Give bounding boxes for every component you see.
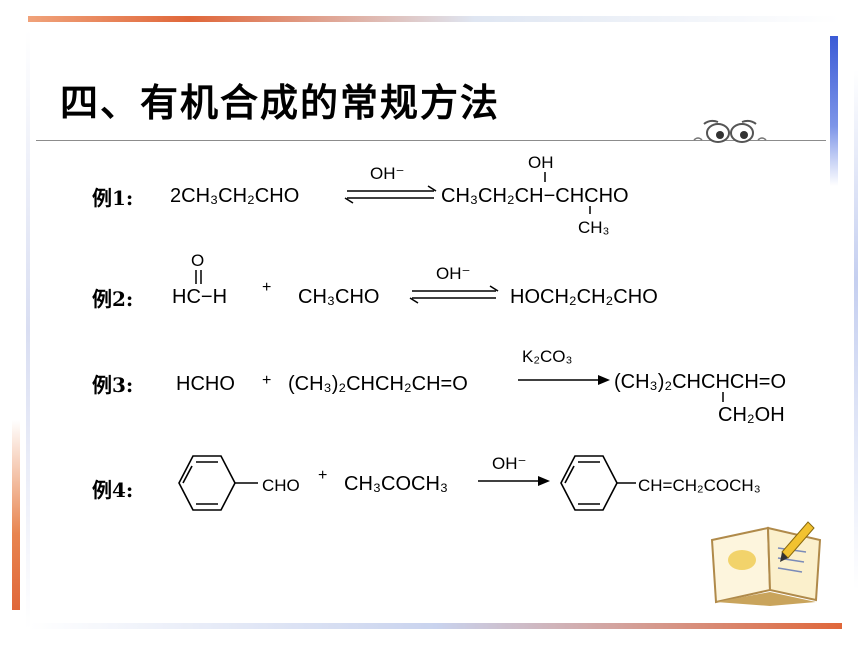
right-edge-decoration bbox=[854, 70, 858, 590]
ex1-equilibrium-arrow bbox=[344, 185, 437, 204]
example-3-label: 例3: bbox=[92, 373, 134, 397]
eyes-icon bbox=[693, 119, 767, 143]
ex3-reaction-arrow bbox=[518, 375, 610, 385]
example-1-label: 例1: bbox=[92, 186, 134, 210]
ex4-condition: OH⁻ bbox=[492, 454, 527, 473]
ex1-product-bottom: CH₃ bbox=[578, 218, 610, 237]
left-edge-decoration bbox=[26, 30, 30, 630]
benzene-ring-icon bbox=[178, 455, 258, 511]
title-divider bbox=[36, 140, 826, 141]
ex2-reactant2: CH₃CHO bbox=[298, 286, 380, 308]
ex4-plus: + bbox=[318, 467, 328, 484]
ex4-reaction-arrow bbox=[478, 476, 550, 486]
ex4-reactant1-group: CHO bbox=[262, 476, 300, 495]
ex2-condition: OH⁻ bbox=[436, 264, 471, 283]
ex3-condition: K₂CO₃ bbox=[522, 347, 573, 366]
ex2-plus: + bbox=[262, 279, 272, 296]
ex2-reactant1-top: O bbox=[191, 251, 205, 270]
benzene-ring-product-icon bbox=[560, 455, 636, 511]
example-2-label: 例2: bbox=[92, 287, 134, 311]
slide-title: 四、有机合成的常规方法 bbox=[60, 80, 501, 125]
top-decoration-bar bbox=[28, 16, 840, 22]
ex4-reactant2: CH₃COCH₃ bbox=[344, 473, 449, 495]
ex1-reactant: 2CH₃CH₂CHO bbox=[170, 185, 300, 207]
ex1-product-bonds bbox=[544, 172, 591, 214]
ex2-product: HOCH₂CH₂CHO bbox=[510, 286, 658, 308]
ex1-product-main: CH₃CH₂CH−CHCHO bbox=[441, 185, 629, 207]
ex3-product-main: (CH₃)₂CHCHCH=O bbox=[614, 371, 787, 393]
ex3-product-bottom: CH₂OH bbox=[718, 404, 785, 426]
ex3-plus: + bbox=[262, 372, 272, 389]
ex4-product-group: CH=CH₂COCH₃ bbox=[638, 476, 761, 495]
right-decoration-bar bbox=[830, 36, 838, 186]
ex1-product-top: OH bbox=[528, 153, 554, 172]
ex1-condition: OH⁻ bbox=[370, 164, 405, 183]
ex2-reactant1-main: HC−H bbox=[172, 286, 228, 308]
ex3-reactant2: (CH₃)₂CHCH₂CH=O bbox=[288, 373, 468, 395]
left-decoration-bar bbox=[12, 420, 20, 610]
example-4-label: 例4: bbox=[92, 478, 134, 502]
ex2-carbonyl-bond bbox=[195, 270, 202, 284]
book-pencil-icon bbox=[710, 521, 822, 606]
ex3-reactant1: HCHO bbox=[176, 373, 235, 395]
bottom-decoration-bar bbox=[30, 623, 842, 629]
ex2-equilibrium-arrow bbox=[409, 285, 499, 304]
